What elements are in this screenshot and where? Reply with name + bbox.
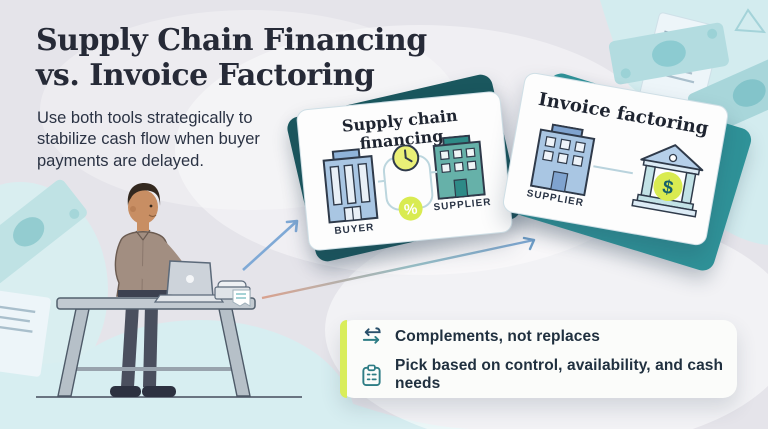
panel-accent-bar [340,320,347,398]
flow-arrow-icon [261,236,536,300]
note-text: Pick based on control, availability, and… [395,357,724,392]
supplier-building-icon [529,123,596,197]
growth-arrow-icon [242,219,299,271]
percent-icon: % [398,196,423,221]
shoe [142,386,176,397]
belt [118,290,169,297]
desk-leg [218,308,251,397]
money-bill-icon [608,22,729,85]
man-figure [110,183,200,397]
supplier-building-icon [432,134,486,200]
triangle-outline-icon [734,8,767,34]
arm [119,245,173,293]
bank-icon: $ [631,144,704,218]
money-bill-icon [0,179,87,284]
shirt [114,231,172,297]
arm [156,240,197,289]
note-row-complements: Complements, not replaces [360,325,737,348]
hair [127,183,161,206]
laptop-icon [153,260,225,303]
clock-icon [392,144,420,172]
page-subtitle: Use both tools strategically to stabiliz… [37,108,260,171]
card-invoice-factoring: Invoice factoring $ SUPPLIER [501,71,730,247]
receipt-printer-icon [214,280,251,307]
leg [121,305,139,387]
cyan-blob-desk [45,320,355,429]
desk-leg [57,308,90,397]
receipt [232,289,251,307]
notes-panel: Complements, not replaces Pick based on … [340,320,737,398]
swap-arrows-icon [362,327,381,344]
note-row-pick: Pick based on control, availability, and… [360,357,737,393]
title-line-1: Supply Chain Financing [36,23,427,58]
cyan-blob-left [0,182,108,398]
svg-text:%: % [403,200,418,218]
page-title: Supply Chain Financing vs. Invoice Facto… [36,23,427,94]
payment-line [593,165,633,175]
leg [143,305,158,387]
title-line-2: vs. Invoice Factoring [36,57,375,93]
clipboard-icon [362,364,381,386]
note-text: Complements, not replaces [395,327,600,345]
invoice-paper-icon [0,288,51,377]
card-supply-chain-financing: Supply chain financing [295,90,514,252]
shoe [110,386,141,397]
buyer-building-icon [322,148,379,224]
desk-top [56,297,256,310]
header: Supply Chain Financing vs. Invoice Facto… [36,23,427,173]
desk [56,297,256,397]
